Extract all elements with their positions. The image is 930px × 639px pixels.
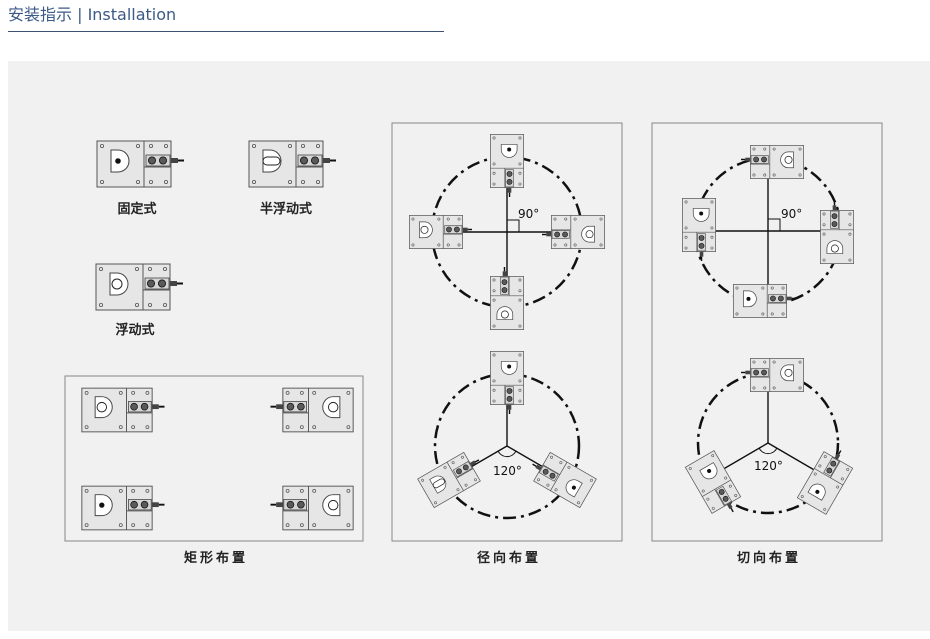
tangential-layout-frame (651, 122, 883, 542)
caption-semi-floating: 半浮动式 (259, 202, 313, 217)
section-title: 安装指示 | Installation (8, 5, 177, 24)
installation-diagram (64, 122, 883, 542)
radial-layout-drawing (408, 133, 606, 520)
fixed-mount-drawing (96, 140, 185, 188)
radial-right-angle-label: 90° (518, 207, 540, 221)
caption-tangential-layout: 切向布置 (736, 551, 802, 566)
caption-rectangular-layout: 矩形布置 (183, 551, 249, 566)
tangential-layout-drawing (681, 144, 859, 523)
caption-radial-layout: 径向布置 (476, 551, 542, 566)
rectangular-layout-drawing (80, 387, 355, 531)
tangential-right-angle-label: 90° (781, 207, 803, 221)
section-header: 安装指示 | Installation (8, 5, 444, 32)
installation-figure: 固定式 半浮动式 浮动式 90° 120° 90° 120° 矩形布置 径向布置… (8, 61, 930, 631)
rectangular-layout-frame (64, 375, 364, 542)
caption-fixed: 固定式 (117, 202, 157, 217)
tangential-triangle-angle-label: 120° (754, 459, 783, 473)
semi-floating-mount-drawing (248, 140, 337, 188)
radial-triangle-angle-label: 120° (493, 464, 522, 478)
caption-floating: 浮动式 (115, 323, 155, 338)
floating-mount-drawing (95, 263, 184, 311)
radial-layout-frame (391, 122, 623, 542)
